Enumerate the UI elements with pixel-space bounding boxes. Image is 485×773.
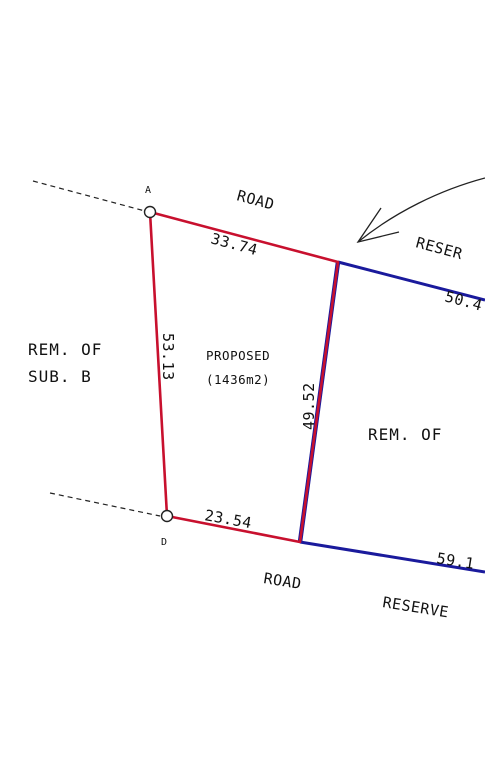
corner-peg-d <box>160 509 174 523</box>
rem-left-line1: REM. OF <box>28 340 102 359</box>
dimension-right-top: 50.4 <box>443 287 484 314</box>
remainder-top-boundary <box>337 260 485 302</box>
corner-label-d: D <box>161 537 167 548</box>
dimension-right: 49.52 <box>300 382 318 430</box>
corner-peg-a <box>143 205 157 219</box>
rem-left-line2: SUB. B <box>28 367 92 386</box>
arrow-head <box>356 207 400 244</box>
reserve-label-top: RESER <box>414 233 465 263</box>
reserve-label-bottom: RESERVE <box>381 593 450 621</box>
dimension-bottom: 23.54 <box>203 506 253 532</box>
remainder-bottom-boundary <box>299 540 485 574</box>
arrow-icon <box>357 177 485 243</box>
rem-right-label: REM. OF <box>368 425 442 444</box>
proposed-label: PROPOSED <box>206 348 270 363</box>
dimension-left: 53.13 <box>159 333 177 381</box>
road-label-bottom: ROAD <box>262 569 302 593</box>
road-label-top: ROAD <box>235 186 276 213</box>
dashed-extension-top <box>32 180 146 212</box>
proposed-lot-boundary <box>148 210 340 544</box>
dashed-extension-bottom <box>49 492 161 517</box>
dimension-right-bottom: 59.1 <box>435 549 475 573</box>
proposed-area: (1436m2) <box>206 372 270 387</box>
corner-label-a: A <box>145 185 151 196</box>
